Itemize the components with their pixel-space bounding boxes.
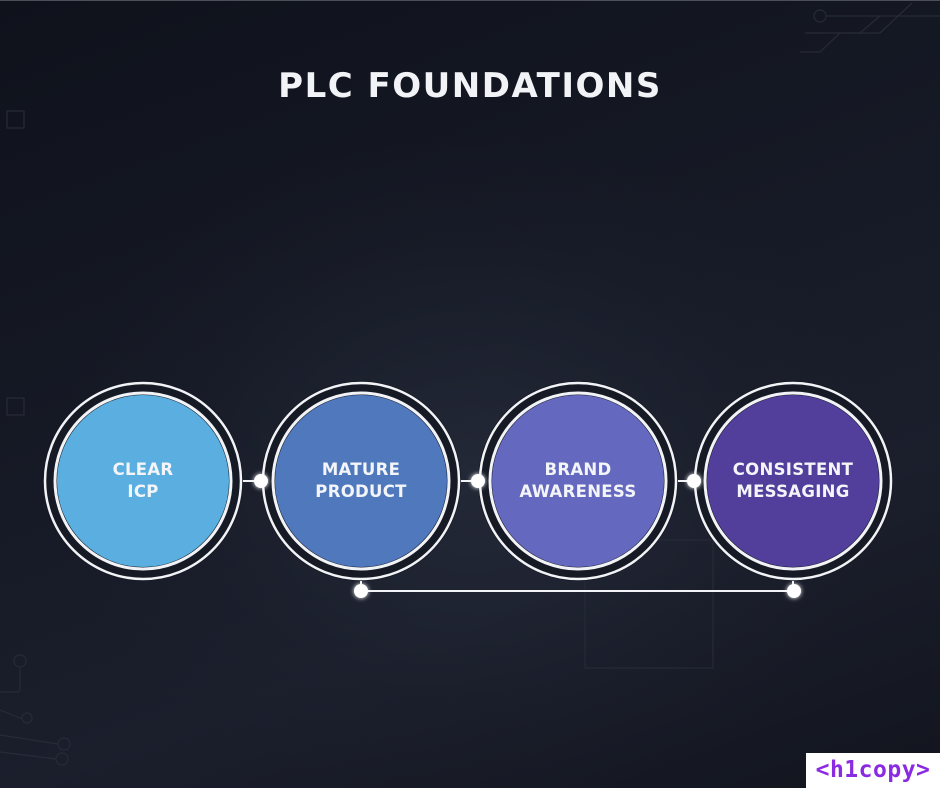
connector-dot	[471, 474, 485, 488]
node-label-1: CLEAR ICP	[58, 459, 228, 503]
node-label-line: PRODUCT	[315, 482, 407, 501]
page-title: PLC FOUNDATIONS	[278, 66, 662, 106]
foundation-node-3	[478, 381, 678, 581]
foundation-node-1	[43, 381, 243, 581]
node-label-line: CONSISTENT	[732, 460, 854, 479]
foundation-node-4	[693, 381, 893, 581]
connector-dot	[687, 474, 701, 488]
node-label-2: MATURE PRODUCT	[276, 459, 446, 503]
node-label-line: MATURE	[321, 460, 401, 479]
connector-dot	[254, 474, 268, 488]
node-label-line: BRAND	[544, 460, 612, 479]
node-label-3: BRAND AWARENESS	[493, 459, 663, 503]
connector-dot	[787, 584, 801, 598]
connector-dot	[354, 584, 368, 598]
node-label-line: MESSAGING	[736, 482, 850, 501]
top-border-line	[0, 0, 940, 1]
node-label-line: ICP	[127, 482, 159, 501]
h1copy-logo: <h1copy>	[806, 753, 940, 788]
node-label-4: CONSISTENT MESSAGING	[708, 459, 878, 503]
node-label-line: CLEAR	[112, 460, 174, 479]
node-label-line: AWARENESS	[519, 482, 637, 501]
